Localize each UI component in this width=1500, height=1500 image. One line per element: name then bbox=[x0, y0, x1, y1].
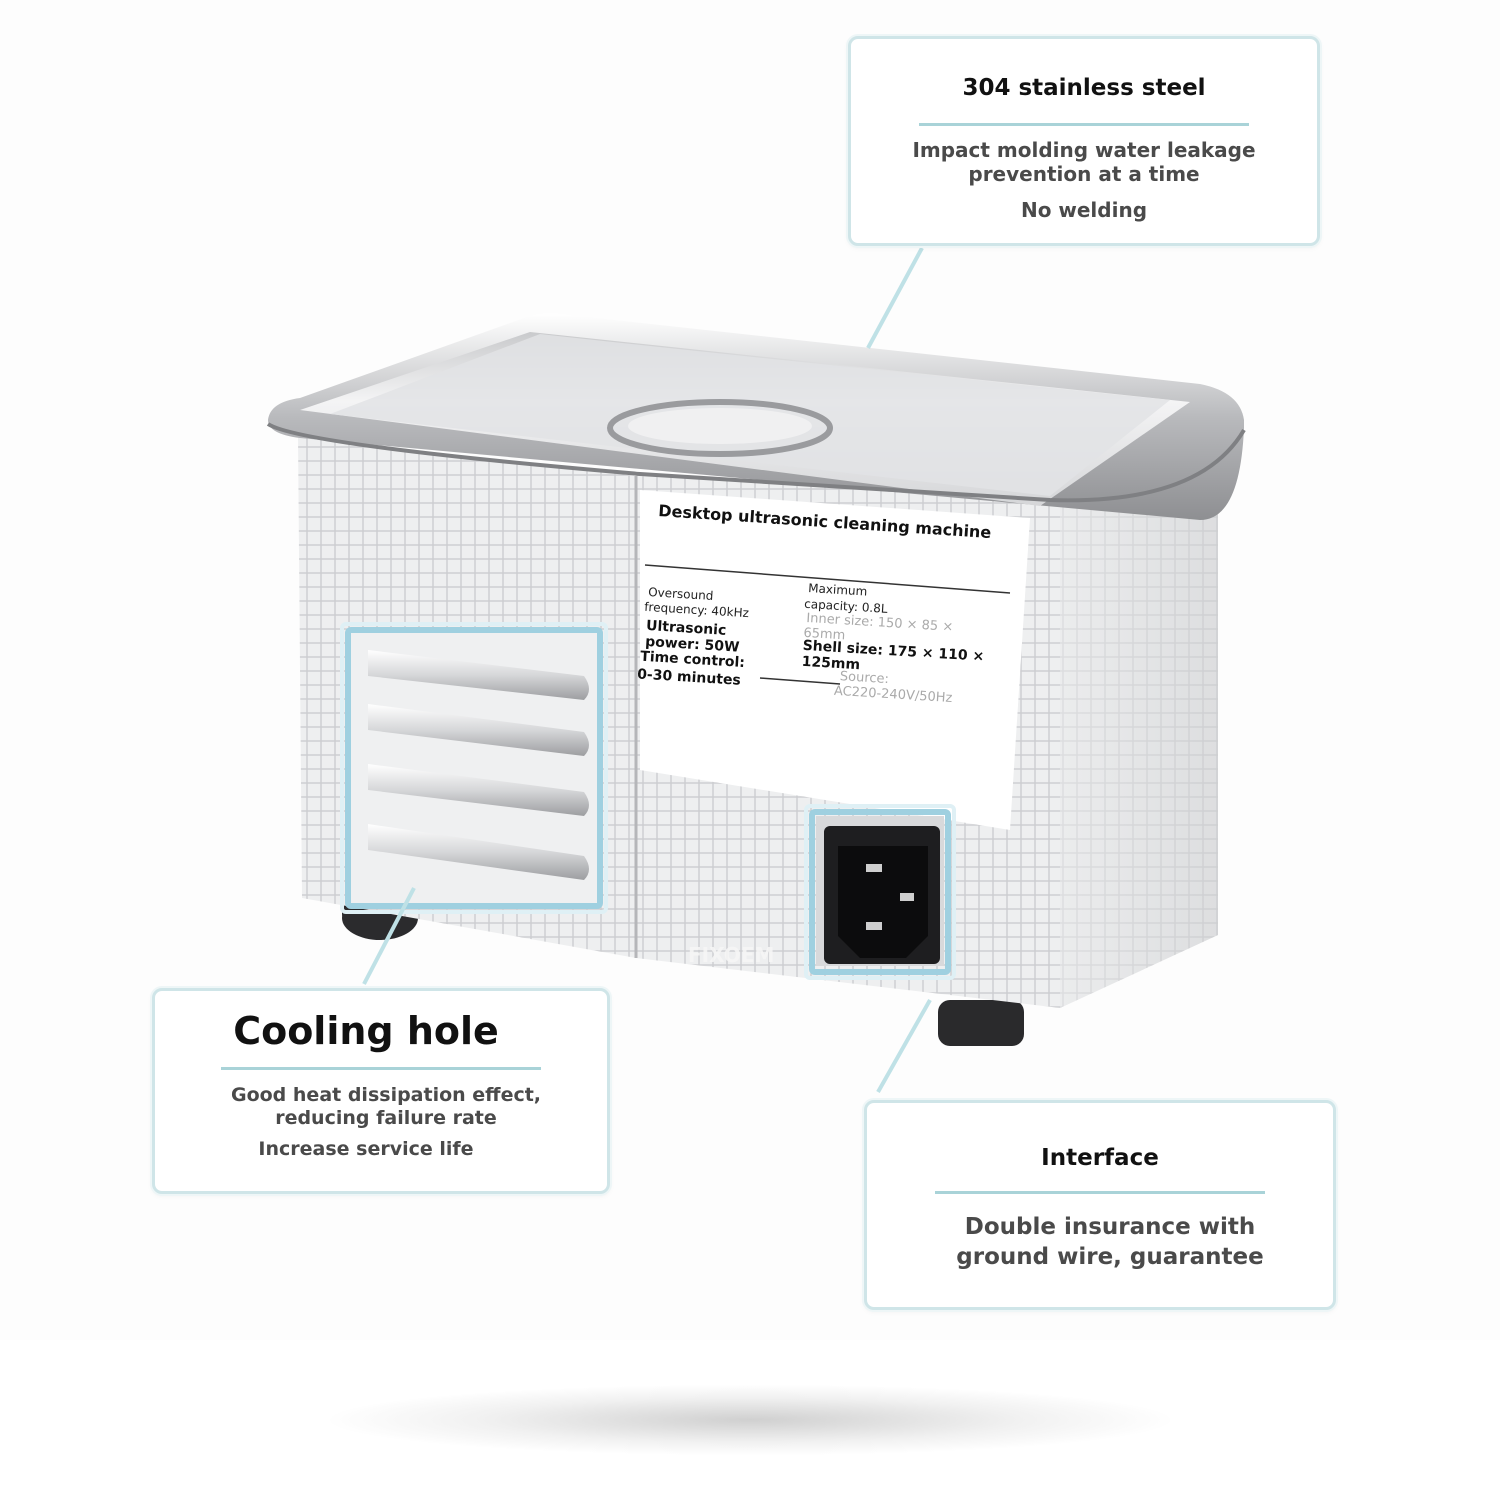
callout-title: 304 stainless steel bbox=[962, 75, 1206, 101]
callout-line: Impact molding water leakage bbox=[912, 138, 1256, 162]
leader-interface bbox=[876, 999, 932, 1093]
floor-shadow bbox=[330, 1385, 1170, 1455]
label-left-text: Time control: bbox=[640, 649, 746, 671]
callout-line: Double insurance with bbox=[964, 1214, 1256, 1240]
label-left-text: 0-30 minutes bbox=[637, 667, 742, 689]
floor bbox=[0, 1340, 1500, 1500]
callout-line: prevention at a time bbox=[968, 162, 1200, 186]
callout-line: No welding bbox=[1020, 198, 1148, 222]
label-right-text: AC220-240V/50Hz bbox=[834, 684, 953, 706]
lid bbox=[266, 313, 1246, 520]
power-interface bbox=[804, 804, 956, 980]
label-right-text: Maximum bbox=[808, 581, 868, 599]
leader-lines bbox=[362, 247, 932, 1093]
label-left-text: frequency: 40kHz bbox=[644, 600, 749, 620]
callout-line: Good heat dissipation effect, bbox=[230, 1084, 542, 1106]
divider bbox=[919, 123, 1249, 126]
label-right-text: Source: bbox=[839, 669, 889, 687]
callout-interface: Interface Double insurance with ground w… bbox=[864, 1100, 1336, 1310]
callout-cooling-hole: Cooling hole Good heat dissipation effec… bbox=[152, 988, 610, 1194]
label-left-text: Ultrasonic bbox=[646, 618, 727, 639]
label-right-text: 65mm bbox=[803, 626, 846, 644]
product-label: Desktop ultrasonic cleaning machine Over… bbox=[637, 490, 1030, 830]
label-left-text: Oversound bbox=[648, 585, 714, 603]
callout-text: Double insurance with ground wire, guara… bbox=[867, 1212, 1333, 1272]
callout-text: Good heat dissipation effect, reducing f… bbox=[155, 1084, 607, 1130]
ultrasonic-cleaner-illustration: Desktop ultrasonic cleaning machine Over… bbox=[266, 313, 1246, 1046]
watermark: FIXOEM bbox=[688, 943, 774, 967]
callout-line: reducing failure rate bbox=[275, 1107, 497, 1129]
label-right-text: capacity: 0.8L bbox=[804, 597, 888, 616]
callout-stainless-steel: 304 stainless steel Impact molding water… bbox=[848, 36, 1320, 246]
leader-cooling bbox=[362, 887, 416, 985]
leader-steel bbox=[866, 247, 924, 349]
callout-line: Increase service life bbox=[258, 1138, 474, 1160]
callout-text: Impact molding water leakage prevention … bbox=[851, 138, 1317, 186]
label-right-text: 125mm bbox=[801, 654, 860, 674]
divider bbox=[221, 1067, 541, 1070]
callout-line: ground wire, guarantee bbox=[956, 1244, 1264, 1270]
callout-title: Interface bbox=[1041, 1145, 1159, 1171]
callout-title: Cooling hole bbox=[233, 1009, 499, 1053]
label-left-text: power: 50W bbox=[645, 634, 740, 656]
divider bbox=[935, 1191, 1265, 1194]
vent-slat bbox=[368, 650, 589, 880]
cooling-vent bbox=[340, 622, 608, 914]
